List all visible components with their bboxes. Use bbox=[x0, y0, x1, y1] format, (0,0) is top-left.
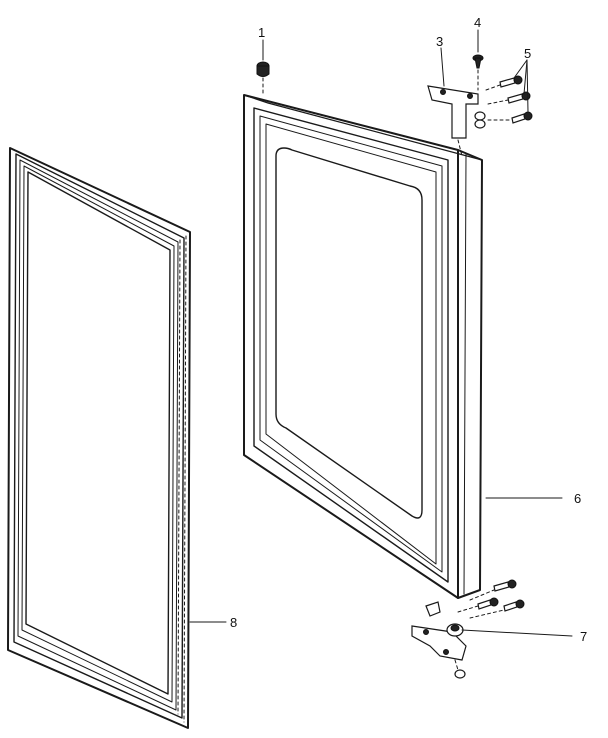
callout-5: 5 bbox=[524, 46, 531, 61]
upper-hinge bbox=[427, 85, 486, 157]
callout-6: 6 bbox=[574, 491, 581, 506]
hinge-pin-screw bbox=[472, 54, 484, 91]
callout-7: 7 bbox=[580, 629, 587, 644]
door-gasket bbox=[7, 147, 191, 729]
lower-hinge bbox=[411, 601, 467, 679]
callout-3: 3 bbox=[436, 34, 443, 49]
leader-lines bbox=[189, 29, 573, 637]
callout-8: 8 bbox=[230, 615, 237, 630]
callout-1: 1 bbox=[258, 25, 265, 40]
door-assembly bbox=[243, 94, 483, 599]
upper-hinge-screws bbox=[485, 75, 533, 124]
top-hole-plug bbox=[256, 61, 270, 97]
callout-4: 4 bbox=[474, 15, 481, 30]
lower-hinge-screws bbox=[457, 579, 525, 619]
